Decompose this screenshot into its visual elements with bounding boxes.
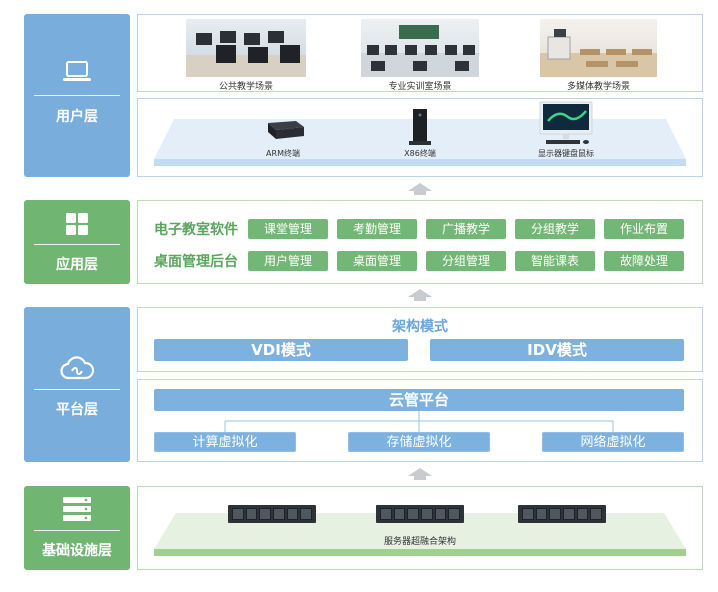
monitor-keyboard-image (539, 101, 593, 144)
x86-terminal-image (409, 109, 431, 145)
terminal-caption: 显示器键盘鼠标 (538, 149, 594, 158)
network-virtualization: 网络虚拟化 (542, 432, 684, 452)
up-arrow-icon (408, 289, 432, 301)
platform-layer-label: 平台层 (24, 307, 130, 462)
scenes-panel: 公共教学场景 专业实训室场景 多媒体教学场景 (137, 14, 703, 92)
cloud-icon (24, 355, 130, 381)
app-item: 广播教学 (426, 219, 506, 239)
scene-caption: 专业实训室场景 (388, 82, 452, 92)
terminal-caption: X86终端 (404, 149, 436, 158)
server-image (228, 505, 316, 523)
app-item: 用户管理 (248, 251, 328, 271)
infra-caption: 服务器超融合架构 (383, 537, 456, 547)
cloud-panel: 云管平台 计算虚拟化 存储虚拟化 网络虚拟化 (137, 379, 703, 462)
user-layer-title: 用户层 (56, 109, 98, 125)
scene-image-multimedia (540, 19, 657, 77)
scene-image-public (186, 19, 306, 77)
app-item: 故障处理 (604, 251, 684, 271)
idv-mode: IDV模式 (430, 339, 684, 361)
storage-virtualization: 存储虚拟化 (348, 432, 490, 452)
app-group-title: 电子教室软件 (154, 222, 238, 238)
cloud-connectors (224, 411, 614, 432)
platform-layer-title: 平台层 (56, 402, 98, 418)
app-item: 桌面管理 (337, 251, 417, 271)
scene-caption: 公共教学场景 (218, 82, 273, 92)
infra-panel: 服务器超融合架构 (137, 486, 703, 570)
app-layer-label: 应用层 (24, 200, 130, 284)
up-arrow-icon (408, 183, 432, 195)
base-layer-label: 基础设施层 (24, 486, 130, 570)
compute-virtualization: 计算虚拟化 (154, 432, 296, 452)
app-layer-title: 应用层 (56, 257, 98, 273)
app-item: 作业布置 (604, 219, 684, 239)
grid-icon (24, 212, 130, 236)
terminal-caption: ARM终端 (266, 149, 300, 158)
app-item: 课堂管理 (248, 219, 328, 239)
up-arrow-icon (408, 468, 432, 480)
scene-caption: 多媒体教学场景 (566, 82, 630, 92)
laptop-icon (24, 60, 130, 84)
app-item: 智能课表 (515, 251, 595, 271)
app-item: 考勤管理 (337, 219, 417, 239)
vdi-mode: VDI模式 (154, 339, 408, 361)
user-layer-label: 用户层 (24, 14, 130, 177)
base-layer-title: 基础设施层 (42, 543, 112, 559)
arch-panel: 架构模式 VDI模式 IDV模式 (137, 307, 703, 372)
server-image (518, 505, 606, 523)
app-group-title: 桌面管理后台 (154, 254, 238, 270)
server-stack-icon (24, 496, 130, 522)
arch-title: 架构模式 (392, 319, 448, 335)
terminals-panel: ARM终端 X86终端 显示器键盘鼠标 (137, 98, 703, 177)
cloud-platform-bar: 云管平台 (154, 389, 684, 411)
app-item: 分组教学 (515, 219, 595, 239)
app-item: 分组管理 (426, 251, 506, 271)
arm-terminal-image (268, 121, 304, 139)
server-image (376, 505, 464, 523)
app-panel: 电子教室软件 课堂管理 考勤管理 广播教学 分组教学 作业布置 桌面管理后台 用… (137, 200, 703, 284)
scene-image-training (361, 19, 479, 77)
